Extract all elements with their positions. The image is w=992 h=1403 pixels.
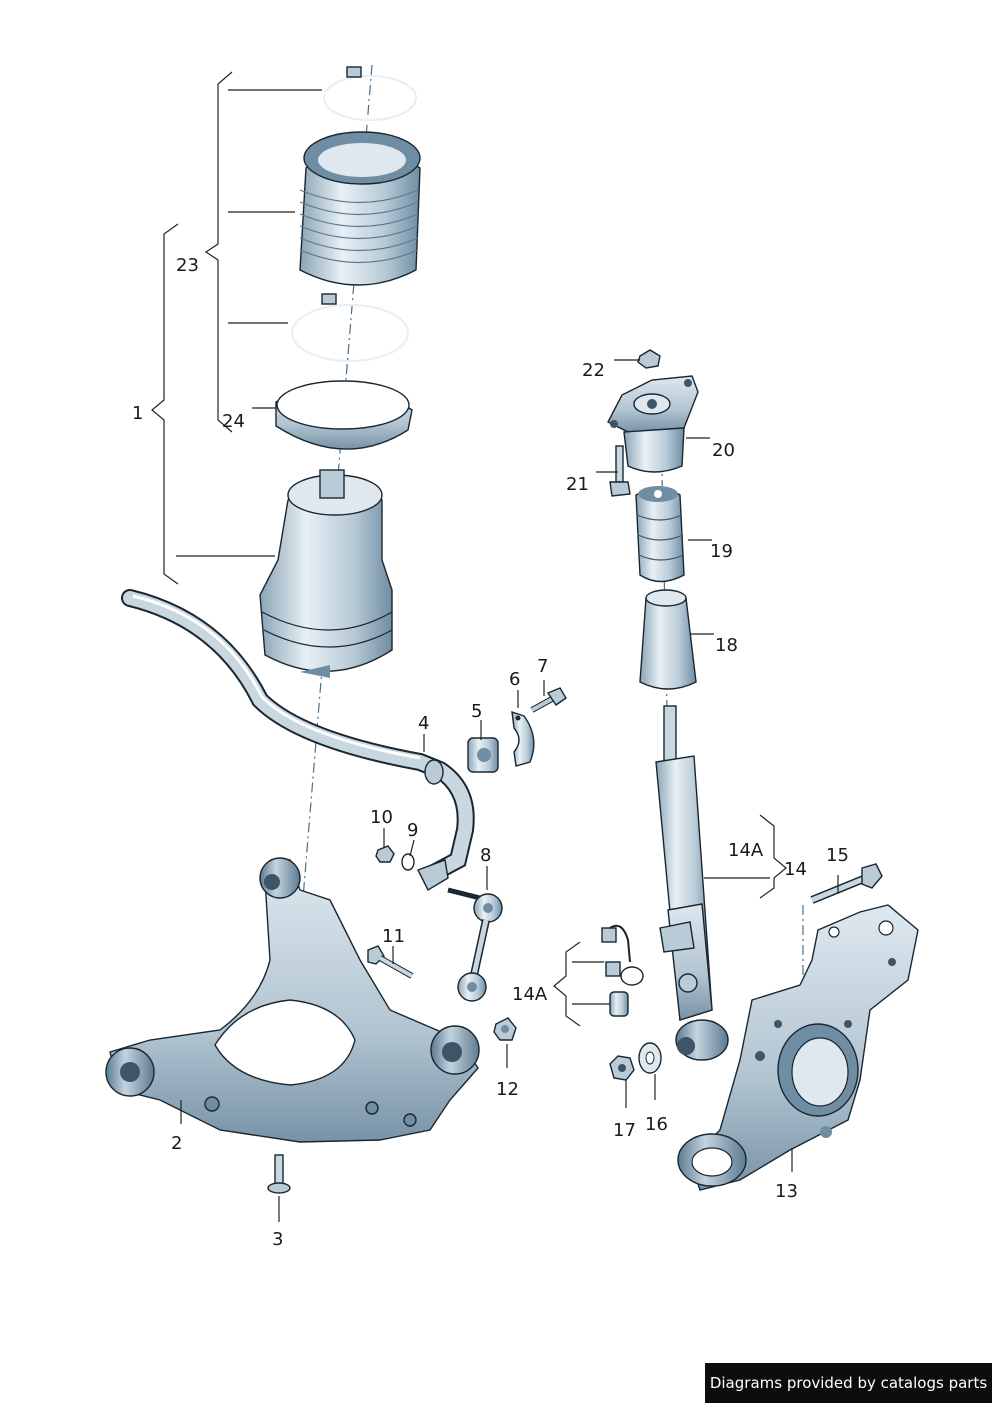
callout-21: 21 xyxy=(566,474,589,495)
lower-control-arm xyxy=(105,857,480,1143)
callout-13: 13 xyxy=(775,1181,798,1202)
callout-17: 17 xyxy=(613,1120,636,1141)
callout-8: 8 xyxy=(480,845,492,866)
callout-2: 2 xyxy=(171,1133,183,1154)
callout-20: 20 xyxy=(712,440,735,461)
washer-16 xyxy=(638,1042,662,1074)
support-ring xyxy=(275,380,413,450)
callout-7: 7 xyxy=(537,656,549,677)
callout-18: 18 xyxy=(715,635,738,656)
nut-12 xyxy=(493,1017,517,1041)
coupling-rod xyxy=(447,887,503,1002)
callout-14a-lower: 14A xyxy=(512,984,548,1005)
callout-14: 14 xyxy=(784,859,807,880)
air-spring-bellows xyxy=(299,131,421,286)
callout-9: 9 xyxy=(407,820,419,841)
bolt-3 xyxy=(267,1154,291,1194)
callout-6: 6 xyxy=(509,669,521,690)
bolt-21 xyxy=(609,445,631,497)
sensor-connector xyxy=(601,924,644,1017)
wheel-bearing-housing xyxy=(677,904,919,1191)
callout-1: 1 xyxy=(132,403,144,424)
nut-22 xyxy=(637,349,661,369)
washer-9 xyxy=(401,853,415,871)
shock-absorber xyxy=(655,705,729,1061)
clamp-bolt xyxy=(530,687,567,713)
bolt-11 xyxy=(367,945,414,979)
clamp-ring-lower xyxy=(291,293,409,362)
callout-24: 24 xyxy=(222,411,245,432)
protective-sleeve xyxy=(639,589,697,690)
leader-lines xyxy=(151,71,839,1222)
callout-14a-upper: 14A xyxy=(728,840,764,861)
nut-17 xyxy=(609,1055,635,1081)
callout-10: 10 xyxy=(370,807,393,828)
callout-11: 11 xyxy=(382,926,405,947)
callout-16: 16 xyxy=(645,1114,668,1135)
clamp-ring-upper xyxy=(323,66,417,121)
air-spring-body xyxy=(259,469,393,678)
callout-12: 12 xyxy=(496,1079,519,1100)
stabilizer-bar xyxy=(121,589,475,891)
strut-mount xyxy=(607,375,699,473)
callout-22: 22 xyxy=(582,360,605,381)
callout-23: 23 xyxy=(176,255,199,276)
stabilizer-bushing xyxy=(467,737,499,773)
nut-10 xyxy=(375,845,395,863)
callout-15: 15 xyxy=(826,845,849,866)
bump-stop xyxy=(635,486,685,583)
stabilizer-clamp xyxy=(511,710,535,767)
bolt-15 xyxy=(810,863,883,904)
credit-banner: Diagrams provided by catalogs parts xyxy=(705,1363,992,1403)
callout-5: 5 xyxy=(471,701,483,722)
callout-19: 19 xyxy=(710,541,733,562)
callout-3: 3 xyxy=(272,1229,284,1250)
callout-4: 4 xyxy=(418,713,430,734)
